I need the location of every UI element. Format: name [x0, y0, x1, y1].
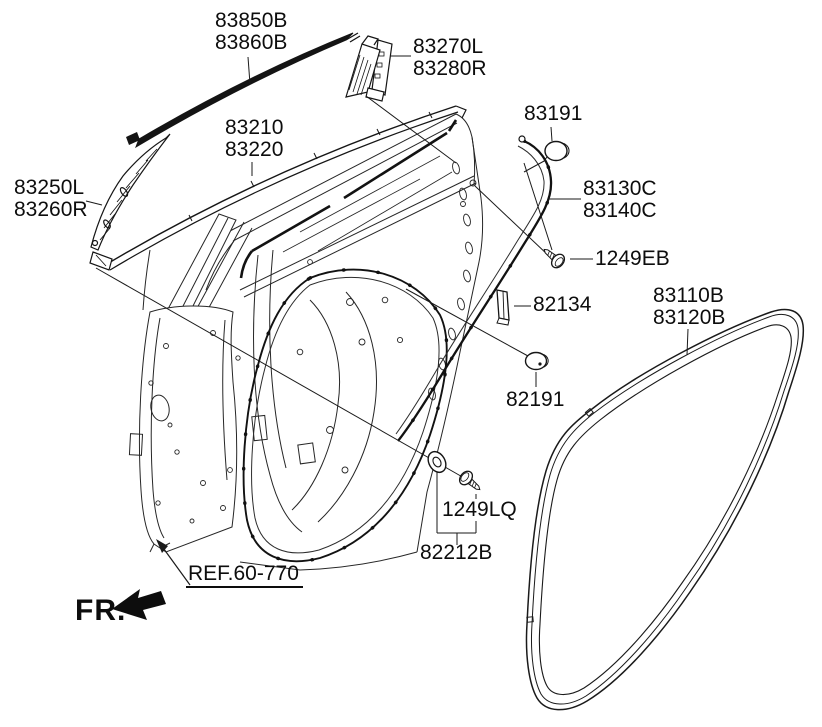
label-front-marker-text: FR. [75, 594, 127, 627]
belt-moulding-drawing [89, 105, 467, 271]
label-body-ws-line2: 83140C [583, 199, 657, 222]
roof-moulding-drawing [126, 32, 361, 149]
label-quadrant-cover: 83270L 83280R [413, 36, 487, 80]
label-screw-assembly: 82212B [420, 542, 492, 564]
label-roof-moulding-line1: 83850B [215, 9, 288, 32]
door-seal-loop-drawing [241, 267, 449, 563]
label-screw-upper-text: 1249EB [595, 247, 670, 270]
screw-1249eb-part [543, 248, 566, 269]
label-grommet-top-text: 83191 [524, 102, 583, 125]
label-front-strip-line2: 83260R [14, 198, 88, 221]
label-reference: REF.60-770 [186, 563, 303, 588]
label-front-strip: 83250L 83260R [14, 177, 88, 221]
clip-82134-part [496, 289, 510, 326]
label-door-ws-line1: 83110B [653, 284, 724, 307]
body-weatherstrip-drawing [395, 135, 553, 443]
door-weatherstrip-loop-drawing [525, 308, 805, 711]
quadrant-cover-drawing [345, 35, 393, 102]
fr-direction-arrow [112, 589, 166, 620]
label-front-strip-line1: 83250L [14, 176, 85, 199]
label-grommet-top: 83191 [524, 103, 582, 125]
grommet-83191-part [543, 140, 570, 162]
label-body-weatherstrip: 83130C 83140C [583, 178, 657, 222]
label-roof-moulding-line2: 83860B [215, 31, 288, 54]
label-screw-lower: 1249LQ [440, 499, 519, 521]
label-screw-assembly-text: 82212B [420, 541, 493, 564]
front-pillar-strip-drawing [90, 133, 171, 251]
label-screw-upper: 1249EB [595, 248, 670, 270]
label-reference-text: REF.60-770 [188, 562, 299, 585]
washer-1249lq-part [427, 450, 447, 474]
label-belt-line1: 83210 [225, 116, 284, 139]
label-front-marker: FR. [75, 594, 127, 627]
label-grommet-mid: 82191 [506, 389, 564, 411]
label-clip: 82134 [533, 294, 591, 316]
label-clip-text: 82134 [533, 293, 592, 316]
ref-arrow [156, 539, 191, 586]
label-belt-line2: 83220 [225, 138, 284, 161]
label-quadrant-line2: 83280R [413, 57, 487, 80]
label-belt-moulding: 83210 83220 [225, 117, 283, 161]
screw-1249lq-part [458, 470, 481, 491]
inner-panel-drawing [128, 213, 253, 553]
label-screw-lower-text: 1249LQ [442, 498, 517, 521]
label-roof-moulding: 83850B 83860B [215, 10, 287, 54]
label-body-ws-line1: 83130C [583, 177, 657, 200]
label-grommet-mid-text: 82191 [506, 388, 565, 411]
label-door-ws-line2: 83120B [653, 306, 726, 329]
grommet-82191-part [524, 351, 549, 371]
panel-holes [148, 330, 241, 524]
label-quadrant-line1: 83270L [413, 35, 484, 58]
label-door-weatherstrip: 83110B 83120B [653, 285, 725, 329]
